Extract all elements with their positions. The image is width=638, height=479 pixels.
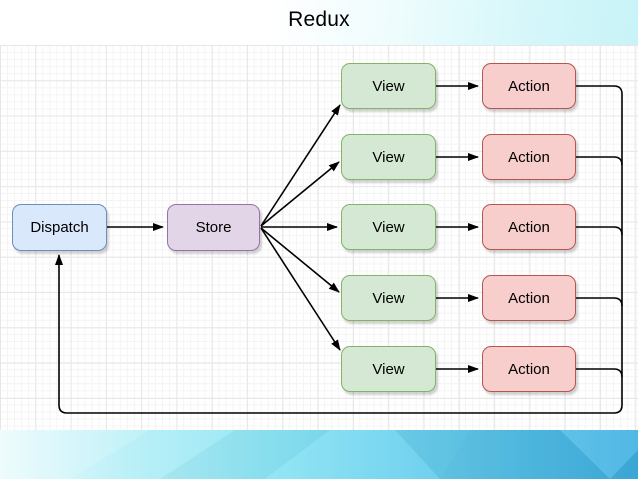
node-action-3-label: Action xyxy=(508,218,550,236)
node-action-5: Action xyxy=(482,346,576,392)
node-view-2: View xyxy=(341,134,436,180)
node-view-5-label: View xyxy=(372,360,405,378)
node-view-1: View xyxy=(341,63,436,109)
node-store-label: Store xyxy=(195,219,232,236)
node-view-1-label: View xyxy=(372,77,405,95)
node-action-1-label: Action xyxy=(508,77,550,95)
node-action-4: Action xyxy=(482,275,576,321)
diagram-title: Redux xyxy=(288,8,350,31)
title-band: Redux xyxy=(0,0,638,45)
node-view-3: View xyxy=(341,204,436,250)
node-dispatch-label: Dispatch xyxy=(30,219,89,236)
node-action-5-label: Action xyxy=(508,360,550,378)
node-dispatch: Dispatch xyxy=(12,204,107,251)
node-view-3-label: View xyxy=(372,218,405,236)
node-action-3: Action xyxy=(482,204,576,250)
node-view-4-label: View xyxy=(372,289,405,307)
bottom-decoration-band xyxy=(0,430,638,479)
node-action-2: Action xyxy=(482,134,576,180)
node-action-1: Action xyxy=(482,63,576,109)
node-view-5: View xyxy=(341,346,436,392)
node-store: Store xyxy=(167,204,260,251)
node-view-4: View xyxy=(341,275,436,321)
node-view-2-label: View xyxy=(372,148,405,166)
node-action-4-label: Action xyxy=(508,289,550,307)
node-action-2-label: Action xyxy=(508,148,550,166)
